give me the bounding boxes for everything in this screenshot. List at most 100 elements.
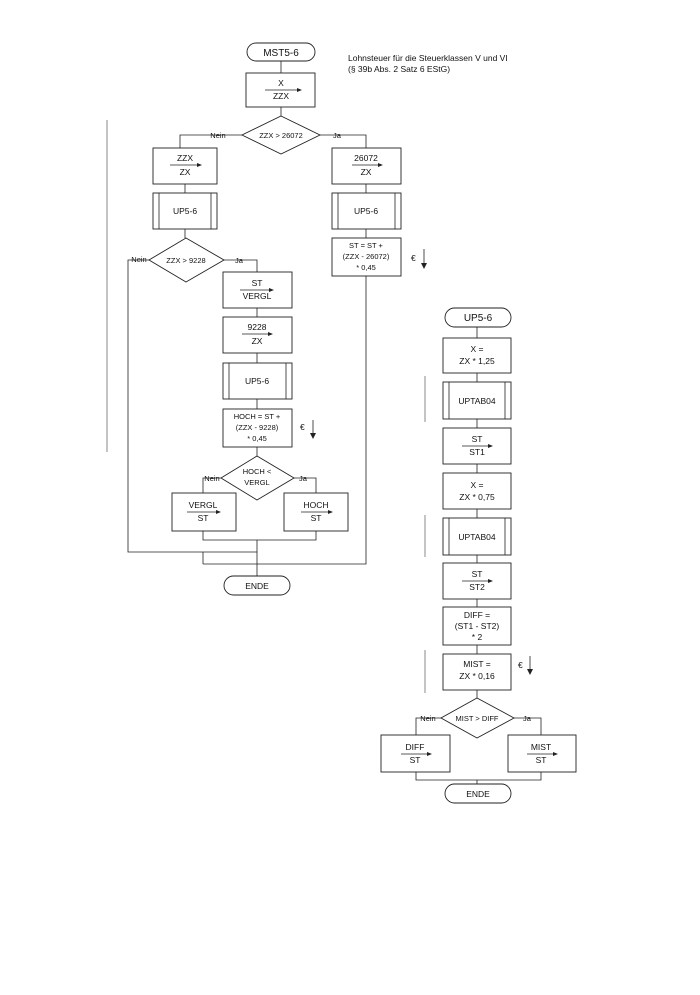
decision-mist-diff: MIST > DIFF Nein Ja <box>420 697 532 739</box>
calc-mist-line2: ZX * 0,16 <box>459 671 495 681</box>
sub-end-terminal: ENDE <box>444 783 512 804</box>
assign-vergl-st: VERGL ST <box>171 492 237 532</box>
call-uptab04-2: UPTAB04 <box>442 517 512 556</box>
assign-vergl-st-from: VERGL <box>189 500 218 510</box>
calc-diff: DIFF = (ST1 - ST2) * 2 <box>442 606 512 646</box>
decision-zzx-9228-yes-label: Ja <box>235 256 244 265</box>
assign-st-st1-to: ST1 <box>469 447 485 457</box>
calc-diff-line1: DIFF = <box>464 610 490 620</box>
assign-zzx-zx: ZZX ZX <box>152 147 218 185</box>
decision-zzx-9228-condition: ZZX > 9228 <box>166 256 205 265</box>
decision-zzx-26072-condition: ZZX > 26072 <box>259 131 303 140</box>
calc-hoch-line3: * 0,45 <box>247 434 267 443</box>
call-up56-mid: UP5-6 <box>222 362 293 400</box>
caption-title: Lohnsteuer für die Steuerklassen V und V… <box>348 53 508 63</box>
assign-x-zzx: X ZZX <box>245 72 316 108</box>
euro-rounding-label-2: € <box>300 422 305 432</box>
rounding-down-arrow-icon-2 <box>310 420 316 439</box>
assign-mist-st: MIST ST <box>507 734 577 773</box>
assign-9228-zx-to: ZX <box>252 336 263 346</box>
assign-mist-st-from: MIST <box>531 742 551 752</box>
decision-zzx-9228-no-label: Nein <box>131 255 146 264</box>
assign-x-zzx-from: X <box>278 78 284 88</box>
call-up56-left-label: UP5-6 <box>173 206 197 216</box>
calc-st-line3: * 0,45 <box>356 263 376 272</box>
assign-hoch-st: HOCH ST <box>283 492 349 532</box>
assign-hoch-st-to: ST <box>311 513 322 523</box>
rounding-down-arrow-icon-3 <box>527 656 533 675</box>
assign-st-vergl-to: VERGL <box>243 291 272 301</box>
decision-mist-diff-no-label: Nein <box>420 714 435 723</box>
calc-diff-line2: (ST1 - ST2) <box>455 621 500 631</box>
calc-diff-line3: * 2 <box>472 632 483 642</box>
euro-rounding-label-3: € <box>518 660 523 670</box>
sub-start-label: UP5-6 <box>464 313 493 324</box>
call-uptab04-1-label: UPTAB04 <box>458 396 495 406</box>
assign-st-st2: ST ST2 <box>442 562 512 600</box>
calc-hoch-line1: HOCH = ST + <box>234 412 281 421</box>
assign-26072-zx-from: 26072 <box>354 153 378 163</box>
decision-hoch-vergl-yes-label: Ja <box>299 474 308 483</box>
calc-st-26072: ST = ST + (ZZX - 26072) * 0,45 <box>331 237 402 277</box>
decision-hoch-vergl-line2: VERGL <box>244 478 269 487</box>
call-uptab04-1: UPTAB04 <box>442 381 512 420</box>
call-up56-right-label: UP5-6 <box>354 206 378 216</box>
assign-26072-zx-to: ZX <box>361 167 372 177</box>
main-connectors <box>127 61 367 576</box>
calc-x-125: X = ZX * 1,25 <box>442 337 512 374</box>
assign-diff-st: DIFF ST <box>380 734 451 773</box>
assign-26072-zx: 26072 ZX <box>331 147 402 185</box>
calc-x-075: X = ZX * 0,75 <box>442 472 512 510</box>
assign-zzx-zx-from: ZZX <box>177 153 193 163</box>
caption-reference: (§ 39b Abs. 2 Satz 6 EStG) <box>348 64 450 74</box>
calc-x-075-line1: X = <box>471 480 484 490</box>
decision-zzx-26072-yes-label: Ja <box>333 131 342 140</box>
decision-mist-diff-yes-label: Ja <box>523 714 532 723</box>
assign-mist-st-to: ST <box>536 755 547 765</box>
calc-x-125-line1: X = <box>471 344 484 354</box>
assign-x-zzx-to: ZZX <box>273 91 289 101</box>
call-up56-left: UP5-6 <box>152 192 218 230</box>
call-up56-mid-label: UP5-6 <box>245 376 269 386</box>
call-up56-right: UP5-6 <box>331 192 402 230</box>
euro-rounding-label-1: € <box>411 253 416 263</box>
assign-9228-zx: 9228 ZX <box>222 316 293 354</box>
start-label: MST5-6 <box>263 48 299 59</box>
calc-hoch: HOCH = ST + (ZZX - 9228) * 0,45 <box>222 408 293 448</box>
end-label-main: ENDE <box>245 581 269 591</box>
assign-st-st1: ST ST1 <box>442 427 512 465</box>
assign-st-vergl: ST VERGL <box>222 271 293 309</box>
assign-st-st1-from: ST <box>472 434 483 444</box>
calc-x-075-line2: ZX * 0,75 <box>459 492 495 502</box>
assign-st-vergl-from: ST <box>252 278 263 288</box>
assign-st-st2-to: ST2 <box>469 582 485 592</box>
calc-st-line1: ST = ST + <box>349 241 384 250</box>
calc-mist: MIST = ZX * 0,16 <box>442 653 512 691</box>
calc-x-125-line2: ZX * 1,25 <box>459 356 495 366</box>
decision-hoch-vergl: HOCH < VERGL Nein Ja <box>204 455 308 501</box>
sub-start-terminal: UP5-6 <box>444 307 512 328</box>
sub-end-label: ENDE <box>466 789 490 799</box>
assign-st-st2-from: ST <box>472 569 483 579</box>
sub-connectors <box>415 327 542 784</box>
decision-zzx-9228: ZZX > 9228 Nein Ja <box>131 237 244 283</box>
assign-diff-st-from: DIFF <box>406 742 425 752</box>
call-uptab04-2-label: UPTAB04 <box>458 532 495 542</box>
assign-9228-zx-from: 9228 <box>248 322 267 332</box>
start-terminal: MST5-6 <box>246 42 316 62</box>
decision-zzx-26072: ZZX > 26072 Nein Ja <box>210 115 342 155</box>
decision-hoch-vergl-no-label: Nein <box>204 474 219 483</box>
assign-zzx-zx-to: ZX <box>180 167 191 177</box>
end-terminal-main: ENDE <box>223 575 291 596</box>
assign-hoch-st-from: HOCH <box>303 500 328 510</box>
assign-diff-st-to: ST <box>410 755 421 765</box>
decision-mist-diff-condition: MIST > DIFF <box>456 714 499 723</box>
rounding-down-arrow-icon-1 <box>421 249 427 269</box>
calc-mist-line1: MIST = <box>463 659 491 669</box>
assign-vergl-st-to: ST <box>198 513 209 523</box>
decision-zzx-26072-no-label: Nein <box>210 131 225 140</box>
calc-hoch-line2: (ZZX - 9228) <box>236 423 279 432</box>
decision-hoch-vergl-line1: HOCH < <box>243 467 272 476</box>
